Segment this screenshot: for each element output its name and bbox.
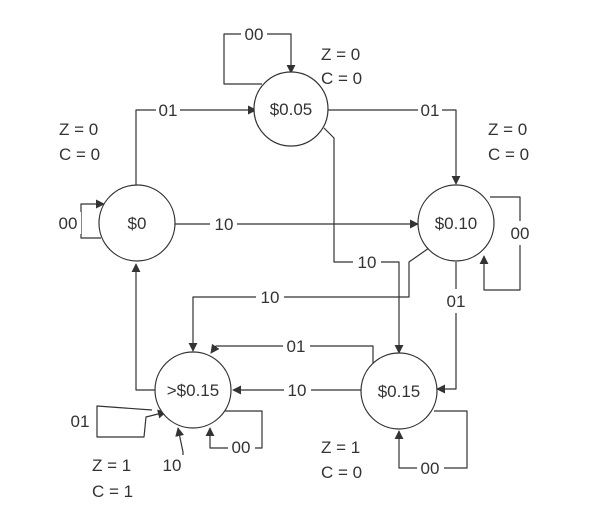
state-label: $0.10: [435, 214, 478, 233]
label-sgt015-self-10: 10: [163, 456, 182, 475]
edge-s005-to-s010: [325, 109, 461, 185]
edge-s005-to-s015: [323, 127, 404, 354]
edge-s005-self: [223, 33, 296, 85]
state-s010: $0.10: [417, 184, 495, 262]
output-z-sgt015: Z = 1: [92, 456, 131, 475]
state-label: $0: [128, 214, 147, 233]
output-c-s015: C = 0: [321, 463, 362, 482]
state-label: $0.05: [270, 100, 313, 119]
state-s005: $0.05: [253, 71, 329, 147]
label-s010-self: 00: [511, 224, 530, 243]
state-label: $0.15: [378, 382, 421, 401]
output-z-s010: Z = 0: [488, 120, 527, 139]
label-sgt015-self-00: 00: [232, 438, 251, 457]
output-z-s0: Z = 0: [59, 120, 98, 139]
state-sgt015: >$0.15: [154, 351, 232, 429]
state-s0: $0: [98, 184, 176, 262]
label-s005-to-s010: 01: [421, 101, 440, 120]
output-c-s0: C = 0: [59, 145, 100, 164]
label-sgt015-self-01: 01: [71, 412, 90, 431]
state-label: >$0.15: [167, 381, 219, 400]
label-s0-to-s005: 01: [159, 101, 178, 120]
label-s010-to-s015: 01: [447, 292, 466, 311]
label-s015-self: 00: [421, 459, 440, 478]
output-z-s015: Z = 1: [321, 438, 360, 457]
label-s005-self: 00: [245, 25, 264, 44]
edge-s010-self: [479, 196, 521, 291]
edge-s0-to-s005: [135, 105, 257, 185]
output-z-s005: Z = 0: [321, 45, 360, 64]
state-s015: $0.15: [360, 352, 438, 430]
label-s0-self: 00: [59, 214, 78, 233]
edge-sgt015-to-s0: [131, 263, 162, 391]
edge-sgt015-self-00: [205, 410, 263, 449]
edge-s015-self: [394, 410, 468, 469]
label-s015-to-sgt015-10: 10: [288, 381, 307, 400]
label-s015-to-sgt015-01: 01: [287, 337, 306, 356]
output-c-s010: C = 0: [488, 145, 529, 164]
output-c-sgt015: C = 1: [92, 482, 133, 501]
edge-sgt015-self-01: [96, 405, 167, 438]
label-s010-to-sgt015: 10: [261, 288, 280, 307]
edge-s010-to-s015: [436, 262, 457, 394]
label-s005-to-s015: 10: [358, 253, 377, 272]
label-s0-to-s010: 10: [215, 215, 234, 234]
edge-s010-to-sgt015: [188, 247, 430, 352]
output-c-s005: C = 0: [321, 69, 362, 88]
